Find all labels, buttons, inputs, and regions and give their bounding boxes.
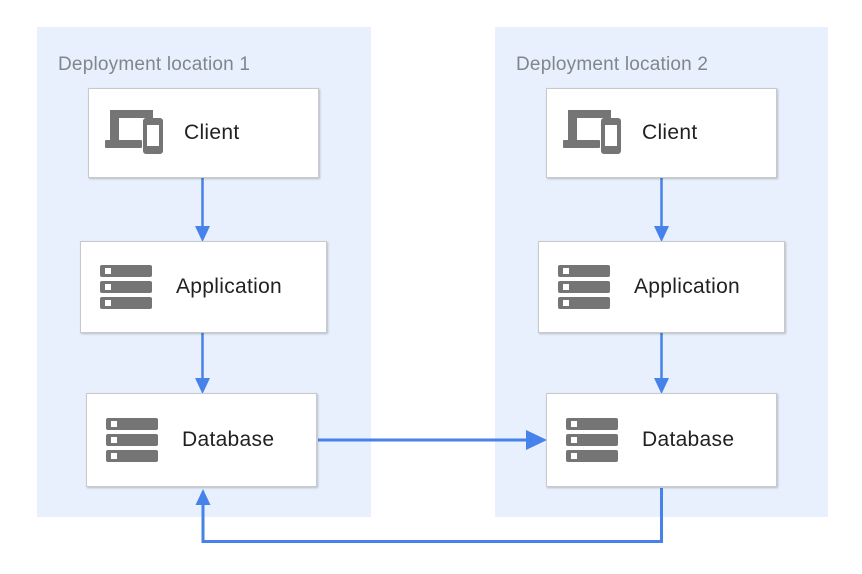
server-stack-icon <box>555 265 613 309</box>
client-devices-icon <box>563 110 621 156</box>
node-label: Client <box>184 121 240 144</box>
node-application-location1: Application <box>80 241 327 333</box>
node-label: Database <box>182 428 275 451</box>
node-label: Client <box>642 121 698 144</box>
server-stack-icon <box>103 418 161 462</box>
node-database-location1: Database <box>86 393 317 487</box>
node-database-location2: Database <box>546 393 777 487</box>
node-label: Application <box>176 275 283 298</box>
client-devices-icon <box>105 110 163 156</box>
node-client-location2: Client <box>546 88 777 178</box>
node-label: Application <box>634 275 741 298</box>
node-label: Database <box>642 428 735 451</box>
node-application-location2: Application <box>538 241 785 333</box>
server-stack-icon <box>97 265 155 309</box>
deployment-location-2-label: Deployment location 2 <box>516 54 709 75</box>
node-client-location1: Client <box>88 88 319 178</box>
server-stack-icon <box>563 418 621 462</box>
deployment-location-1-label: Deployment location 1 <box>58 54 251 75</box>
